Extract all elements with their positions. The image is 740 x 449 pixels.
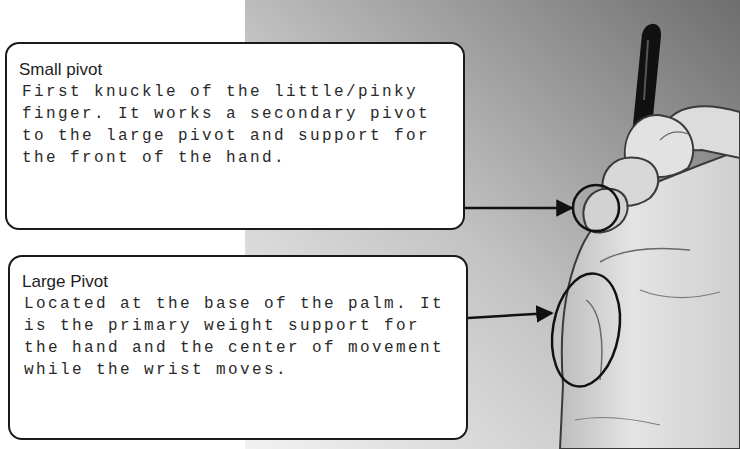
callout-heading: Small pivot — [19, 59, 463, 81]
palm-crease — [586, 300, 602, 380]
knuckle-crease — [660, 132, 688, 140]
callout-text: Located at the base of the palm. It is t… — [24, 293, 454, 381]
small-pivot-circle — [573, 185, 619, 231]
large-pivot-ellipse — [544, 268, 629, 392]
pen-highlight — [644, 40, 648, 100]
hand-palm — [560, 150, 740, 449]
leader-arrow — [468, 313, 552, 318]
callout-heading: Large Pivot — [22, 271, 466, 293]
palm-crease — [640, 290, 720, 298]
wrist-crease — [575, 418, 660, 425]
hand-pinky-finger — [584, 189, 628, 233]
leader-arrow — [465, 207, 572, 210]
callout-box: Large PivotLocated at the base of the pa… — [8, 255, 468, 440]
palm-crease — [600, 249, 690, 263]
callout-box: Small pivotFirst knuckle of the little/p… — [5, 42, 465, 230]
callout-text: First knuckle of the little/pinky finger… — [22, 81, 452, 169]
